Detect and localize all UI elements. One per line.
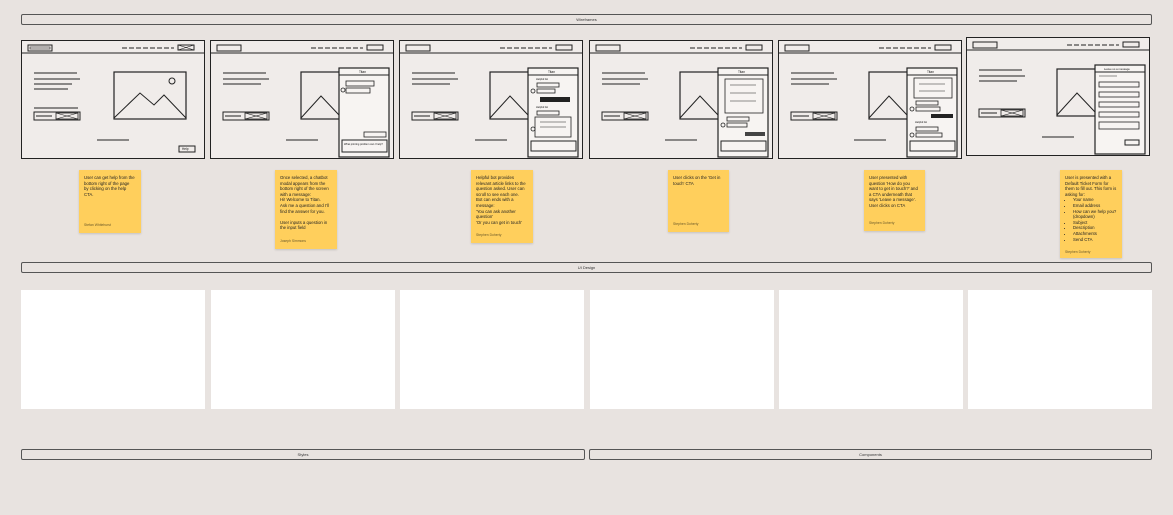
chat-modal-title: Titan	[359, 70, 366, 74]
wireframe-frame-3[interactable]: Titan Helpful list Helpful list	[399, 40, 583, 159]
note-text: Helpful bot provides	[476, 175, 514, 180]
ui-design-card-6[interactable]	[968, 290, 1152, 409]
note-bullet: Email address	[1073, 203, 1117, 209]
note-text: find the answer for you.	[280, 208, 325, 214]
chat-modal-title: Titan	[738, 70, 745, 74]
sticky-note-6[interactable]: User is presented with a Default Ticket …	[1060, 170, 1122, 258]
section-header-ui-design[interactable]: UI Design	[21, 262, 1152, 273]
note-bullet: Send CTA	[1073, 237, 1117, 243]
note-text: CTA.	[84, 191, 94, 197]
note-text: User inputs a question in	[280, 219, 328, 225]
sticky-note-4[interactable]: User clicks on the 'Get in touch' CTA St…	[668, 170, 729, 232]
chat-reply-header: Helpful list	[536, 78, 548, 81]
wireframe-frame-1[interactable]: Help	[21, 40, 205, 159]
note-bullet: Description	[1073, 225, 1117, 231]
section-header-styles[interactable]: Styles	[21, 449, 585, 460]
note-text: them to fill out. This form is	[1065, 186, 1117, 192]
wireframe-sketch-6	[967, 41, 1149, 155]
note-text: a CTA underneath that	[869, 191, 912, 197]
note-text: question asked. User can	[476, 186, 525, 192]
note-text: asking for:	[1065, 191, 1085, 197]
ui-design-card-1[interactable]	[21, 290, 205, 409]
note-text: User presented with	[869, 175, 908, 180]
note-text: modal appears from the	[280, 180, 326, 186]
sticky-note-3[interactable]: Helpful bot provides relevant article li…	[471, 170, 533, 243]
note-text: 'You can ask another	[476, 208, 516, 214]
note-text: User clicks on CTA	[869, 202, 906, 208]
note-text: relevant article links to the	[476, 180, 526, 186]
note-text: question'	[476, 214, 494, 220]
note-text: message:	[476, 202, 495, 208]
ui-design-card-5[interactable]	[779, 290, 963, 409]
note-text: Once selected, a chatbot	[280, 175, 328, 180]
help-button[interactable]: Help	[182, 147, 189, 151]
note-text: touch' CTA	[673, 180, 694, 186]
sticky-note-1[interactable]: User can get help from the bottom right …	[79, 170, 141, 233]
wireframe-sketch-4	[590, 44, 772, 158]
chat-modal-title: Titan	[548, 70, 555, 74]
note-text: User clicks on the 'Get in	[673, 175, 721, 180]
note-text: User can get help from the	[84, 175, 135, 180]
note-text: with a message:	[280, 191, 312, 197]
note-bullet: (dropdown)	[1073, 214, 1095, 220]
note-bullet: Subject	[1073, 220, 1117, 226]
ticket-form-title: Leave us a message	[1104, 67, 1130, 71]
note-author: Joseph Simmons	[280, 239, 307, 244]
note-bullet: Attachments	[1073, 231, 1117, 237]
note-author: Stephen Doherty	[869, 221, 895, 226]
wireframe-sketch-1	[22, 44, 204, 153]
sticky-note-5[interactable]: User presented with question 'How do you…	[864, 170, 925, 231]
note-text: bottom right of the screen	[280, 186, 329, 192]
note-text: by clicking on the help	[84, 186, 127, 192]
note-author: Stephen Doherty	[476, 233, 502, 238]
note-text: want to get in touch?' and	[869, 186, 918, 192]
note-text: bottom right of the page	[84, 180, 130, 186]
section-header-wireframes[interactable]: Wireframes	[21, 14, 1152, 25]
ui-design-card-4[interactable]	[590, 290, 774, 409]
note-bullet: How can we help you?	[1073, 209, 1117, 215]
chat-input[interactable]: What printing problem can I help?	[344, 143, 383, 146]
note-text: Hi! Welcome to Titan.	[280, 197, 321, 203]
wireframe-sketch-5	[779, 44, 961, 158]
note-text: User is presented with a	[1065, 175, 1112, 180]
note-author: Stephen Doherty	[673, 222, 699, 227]
note-text: Ask me a question and I'll	[280, 202, 329, 208]
wireframe-sketch-3	[400, 44, 582, 158]
note-text: the input field	[280, 225, 306, 231]
chat-reply-header: Helpful list	[915, 121, 927, 124]
ui-design-card-2[interactable]	[211, 290, 395, 409]
note-author: Stefan Whitehurst	[84, 223, 111, 228]
note-text: scroll to see each one.	[476, 191, 519, 197]
wireframe-frame-6[interactable]: Leave us a message	[966, 37, 1150, 156]
note-text: question 'How do you	[869, 180, 910, 186]
note-text: Default Ticket Form for	[1065, 180, 1109, 186]
chat-reply-header: Helpful list	[536, 106, 548, 109]
note-text: Bot can ends with a	[476, 197, 514, 203]
wireframe-frame-4[interactable]: Titan	[589, 40, 773, 159]
note-author: Stephen Doherty	[1065, 250, 1091, 255]
chat-modal-title: Titan	[927, 70, 934, 74]
ui-design-card-3[interactable]	[400, 290, 584, 409]
note-text: says 'Leave a message'.	[869, 197, 916, 203]
section-header-components[interactable]: Components	[589, 449, 1152, 460]
note-text: 'Or you can get in touch'	[476, 219, 523, 225]
wireframe-frame-5[interactable]: Titan Helpful list	[778, 40, 962, 159]
wireframe-sketch-2	[211, 44, 393, 158]
note-bullet-list: Your name Email address How can we help …	[1065, 197, 1117, 242]
wireframe-frame-2[interactable]: Titan What printing problem can I help?	[210, 40, 394, 159]
sticky-note-2[interactable]: Once selected, a chatbot modal appears f…	[275, 170, 337, 249]
note-bullet: Your name	[1073, 197, 1117, 203]
